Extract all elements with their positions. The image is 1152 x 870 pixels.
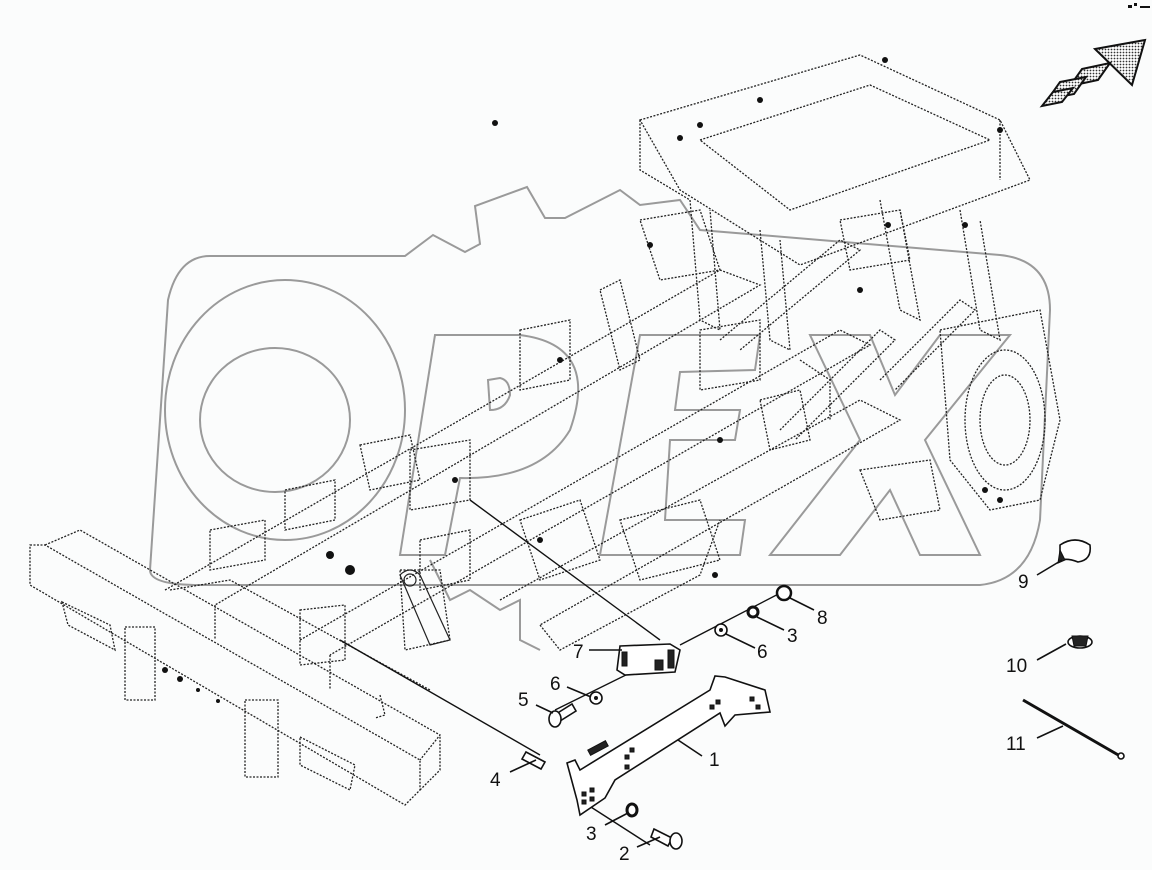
- svg-text:1: 1: [709, 750, 720, 771]
- callout-7[interactable]: 7: [573, 642, 622, 663]
- callout-10[interactable]: 10: [1006, 643, 1067, 677]
- svg-text:7: 7: [573, 642, 584, 663]
- callout-3-lower[interactable]: 3: [586, 812, 629, 845]
- svg-text:2: 2: [619, 844, 630, 865]
- part-11-cable-tie[interactable]: [1022, 698, 1125, 760]
- callout-5[interactable]: 5: [518, 690, 554, 714]
- direction-arrow-icon: [1039, 38, 1147, 108]
- callout-1[interactable]: 1: [677, 739, 720, 771]
- part-10-clip[interactable]: [1067, 635, 1093, 649]
- svg-text:11: 11: [1006, 734, 1026, 755]
- callout-11[interactable]: 11: [1006, 725, 1064, 755]
- part-7-spacer-plate[interactable]: [616, 643, 681, 676]
- rear-axle-housing: [939, 309, 1061, 511]
- svg-text:9: 9: [1018, 572, 1029, 593]
- svg-text:5: 5: [518, 690, 529, 711]
- svg-text:10: 10: [1006, 656, 1027, 677]
- callout-6-right[interactable]: 6: [725, 633, 768, 663]
- part-3-washer-upper[interactable]: [746, 605, 760, 619]
- part-2-bolt[interactable]: [650, 827, 683, 850]
- figure-code-mark: [1128, 3, 1150, 8]
- callout-2[interactable]: 2: [619, 836, 661, 865]
- callout-8[interactable]: 8: [789, 597, 828, 629]
- svg-text:8: 8: [817, 608, 828, 629]
- part-9-hose-clamp[interactable]: [1057, 539, 1092, 564]
- svg-text:6: 6: [757, 642, 768, 663]
- part-3-washer-lower[interactable]: [625, 802, 639, 818]
- callouts: 1 2 3 3 4 5 6 6: [490, 559, 1067, 865]
- chassis-frame: [29, 54, 1061, 806]
- part-1-side-bracket[interactable]: [566, 675, 771, 817]
- callout-6-left[interactable]: 6: [550, 674, 592, 698]
- mount-bolts: [452, 57, 1003, 578]
- callout-4[interactable]: 4: [490, 759, 537, 791]
- callout-3-upper[interactable]: 3: [756, 616, 798, 647]
- watermark-logo: [148, 185, 1052, 651]
- svg-text:4: 4: [490, 770, 501, 791]
- svg-text:6: 6: [550, 674, 561, 695]
- callout-9[interactable]: 9: [1018, 559, 1063, 593]
- bracket-holes: [581, 696, 761, 805]
- part-5-bolt[interactable]: [548, 702, 578, 728]
- assembly-axes: [339, 499, 791, 846]
- svg-text:3: 3: [586, 824, 597, 845]
- part-6-washer-right[interactable]: [714, 623, 728, 637]
- part-8-nut[interactable]: [775, 584, 793, 602]
- svg-text:3: 3: [787, 626, 798, 647]
- part-6-washer-left[interactable]: [589, 691, 603, 705]
